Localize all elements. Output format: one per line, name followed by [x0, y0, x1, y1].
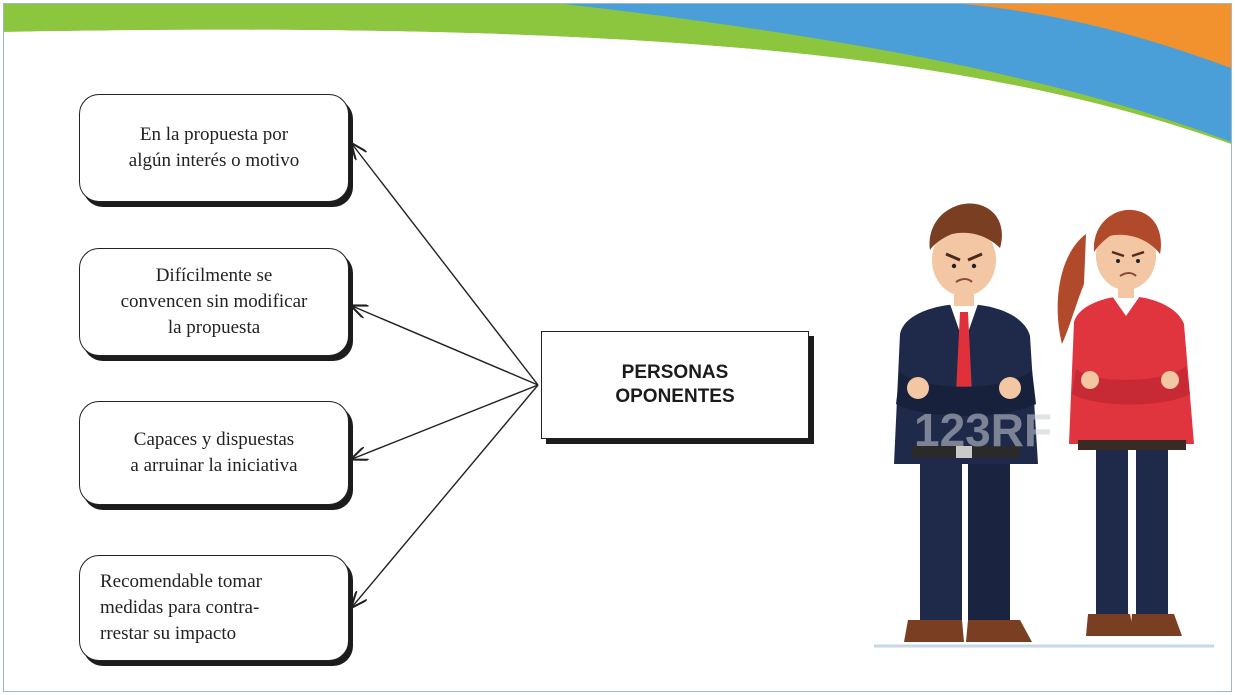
- central-concept-text: PERSONAS OPONENTES: [615, 361, 734, 409]
- arrow-to-item-4: [352, 384, 539, 607]
- item-box-2-line-3: la propuesta: [167, 317, 261, 338]
- item-box-4-line-1: Recomendable tomar: [100, 571, 262, 592]
- arrow-to-item-2: [352, 306, 539, 386]
- arrow-to-item-1: [352, 144, 539, 386]
- item-box-1-line-2: algún interés o motivo: [128, 150, 300, 171]
- item-box-2: Difícilmente se convencen sin modificar …: [79, 248, 349, 356]
- central-label-line-2: OPONENTES: [615, 386, 735, 407]
- item-box-3-line-1: Capaces y dispuestas: [133, 429, 295, 450]
- item-box-2-line-2: convencen sin modificar: [120, 291, 308, 312]
- item-box-1-text: En la propuesta por algún interés o moti…: [129, 122, 299, 174]
- item-box-3-line-2: a arruinar la iniciativa: [130, 455, 298, 476]
- slide: En la propuesta por algún interés o moti…: [3, 3, 1232, 692]
- item-box-1: En la propuesta por algún interés o moti…: [79, 94, 349, 202]
- item-box-1-line-1: En la propuesta por: [139, 124, 289, 145]
- arrow-to-item-3: [352, 384, 539, 459]
- item-box-4-text: Recomendable tomar medidas para contra- …: [100, 569, 262, 647]
- item-box-4-line-3: rrestar su impacto: [100, 623, 237, 644]
- item-box-3-text: Capaces y dispuestas a arruinar la inici…: [130, 427, 297, 479]
- item-box-4: Recomendable tomar medidas para contra- …: [79, 555, 349, 661]
- central-concept-box: PERSONAS OPONENTES: [541, 331, 809, 439]
- item-box-4-line-2: medidas para contra-: [100, 597, 260, 618]
- opponents-illustration: 123RF: [874, 203, 1214, 648]
- woman-figure: [1057, 209, 1194, 636]
- item-box-2-line-1: Difícilmente se: [155, 265, 273, 286]
- watermark-text: 123RF: [914, 404, 1052, 456]
- item-box-2-text: Difícilmente se convencen sin modificar …: [121, 263, 308, 341]
- central-label-line-1: PERSONAS: [621, 362, 729, 383]
- item-box-3: Capaces y dispuestas a arruinar la inici…: [79, 401, 349, 505]
- man-figure: [894, 203, 1038, 642]
